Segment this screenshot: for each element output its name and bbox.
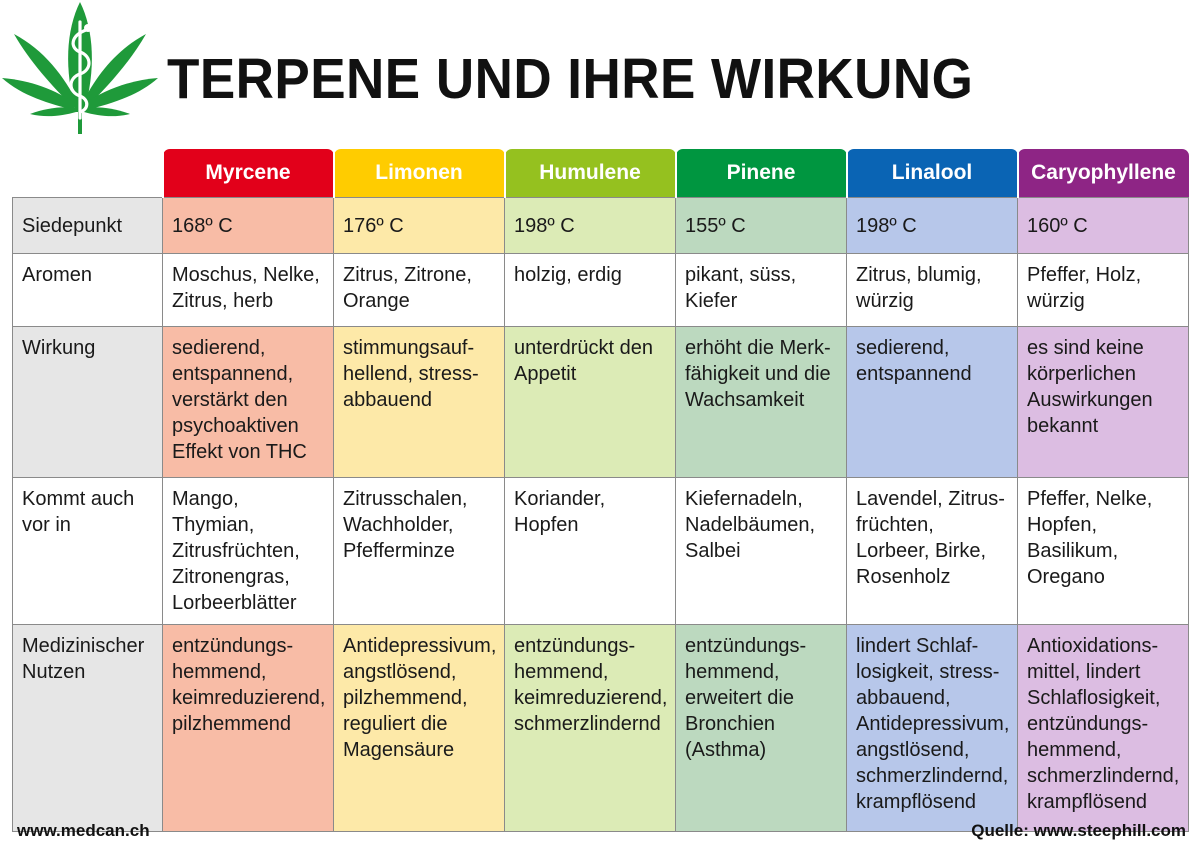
cell-value: Antioxidations­mittel, lindert Schlaflos… — [1017, 624, 1189, 832]
cell-value: 160º C — [1017, 197, 1189, 254]
row-label: Siedepunkt — [12, 197, 163, 254]
row-label: Medizinischer Nutzen — [12, 624, 163, 832]
row-siedepunkt: Siedepunkt 168º C 176º C 198º C 155º C 1… — [12, 197, 1189, 254]
cell-value: Zitrusschalen, Wachholder, Pfefferminze — [333, 477, 505, 625]
cell-value: lindert Schlaf­losigkeit, stress­abbauen… — [846, 624, 1018, 832]
cell-value: entzündungs­hemmend, erweitert die Bronc… — [675, 624, 847, 832]
header-humulene: Humulene — [503, 149, 676, 198]
cell-value: Pfeffer, Nelke, Hopfen, Basilikum, Orega… — [1017, 477, 1189, 625]
cell-value: Zitrus, Zitrone, Orange — [333, 253, 505, 327]
cell-value: entzündungs­hemmend, keimreduzierend, sc… — [504, 624, 676, 832]
cell-value: entzündungs­hemmend, keimreduzierend, pi… — [162, 624, 334, 832]
terpene-table: Myrcene Limonen Humulene Pinene Linalool… — [12, 149, 1189, 832]
header-corner — [13, 149, 163, 198]
cell-value: Zitrus, blumig, würzig — [846, 253, 1018, 327]
cell-value: Moschus, Nelke, Zitrus, herb — [162, 253, 334, 327]
header-linalool: Linalool — [845, 149, 1018, 198]
header-pinene: Pinene — [674, 149, 847, 198]
cell-value: 198º C — [846, 197, 1018, 254]
row-label: Aromen — [12, 253, 163, 327]
cell-value: Koriander, Hopfen — [504, 477, 676, 625]
row-label: Wirkung — [12, 326, 163, 478]
cell-value: Kiefernadeln, Nadelbäumen, Salbei — [675, 477, 847, 625]
row-aromen: Aromen Moschus, Nelke, Zitrus, herb Zitr… — [12, 253, 1189, 327]
header-caryophyllene: Caryophyllene — [1016, 149, 1189, 198]
header-myrcene: Myrcene — [161, 149, 334, 198]
row-label: Kommt auch vor in — [12, 477, 163, 625]
cell-value: Lavendel, Zitrus­früchten, Lorbeer, Birk… — [846, 477, 1018, 625]
cell-value: unterdrückt den Appetit — [504, 326, 676, 478]
cell-value: stimmungsauf­hellend, stress­abbauend — [333, 326, 505, 478]
cell-value: 176º C — [333, 197, 505, 254]
cell-value: es sind keine körperlichen Auswirkungen … — [1017, 326, 1189, 478]
cell-value: 198º C — [504, 197, 676, 254]
cell-value: sedierend, entspannend — [846, 326, 1018, 478]
cell-value: erhöht die Merk­fähigkeit und die Wachsa… — [675, 326, 847, 478]
cell-value: 155º C — [675, 197, 847, 254]
cell-value: 168º C — [162, 197, 334, 254]
footer-source: Quelle: www.steephill.com — [971, 821, 1186, 840]
page-title: TERPENE UND IHRE WIRKUNG — [167, 47, 974, 111]
header-limonen: Limonen — [332, 149, 505, 198]
cell-value: Mango, Thymian, Zitrusfrüchten, Zitronen… — [162, 477, 334, 625]
header-row: Myrcene Limonen Humulene Pinene Linalool… — [13, 149, 1189, 198]
cell-value: Pfeffer, Holz, würzig — [1017, 253, 1189, 327]
row-kommt-auch-vor-in: Kommt auch vor in Mango, Thymian, Zitrus… — [12, 477, 1189, 625]
cell-value: pikant, süss, Kiefer — [675, 253, 847, 327]
footer-website: www.medcan.ch — [17, 821, 150, 840]
cell-value: holzig, erdig — [504, 253, 676, 327]
row-medizinischer-nutzen: Medizinischer Nutzen entzündungs­hemmend… — [12, 624, 1189, 832]
cannabis-leaf-caduceus-icon — [2, 2, 158, 134]
cell-value: Antidepressivum, angstlösend, pilzhemmen… — [333, 624, 505, 832]
row-wirkung: Wirkung sedierend, entspannend, verstärk… — [12, 326, 1189, 478]
cell-value: sedierend, entspannend, verstärkt den ps… — [162, 326, 334, 478]
